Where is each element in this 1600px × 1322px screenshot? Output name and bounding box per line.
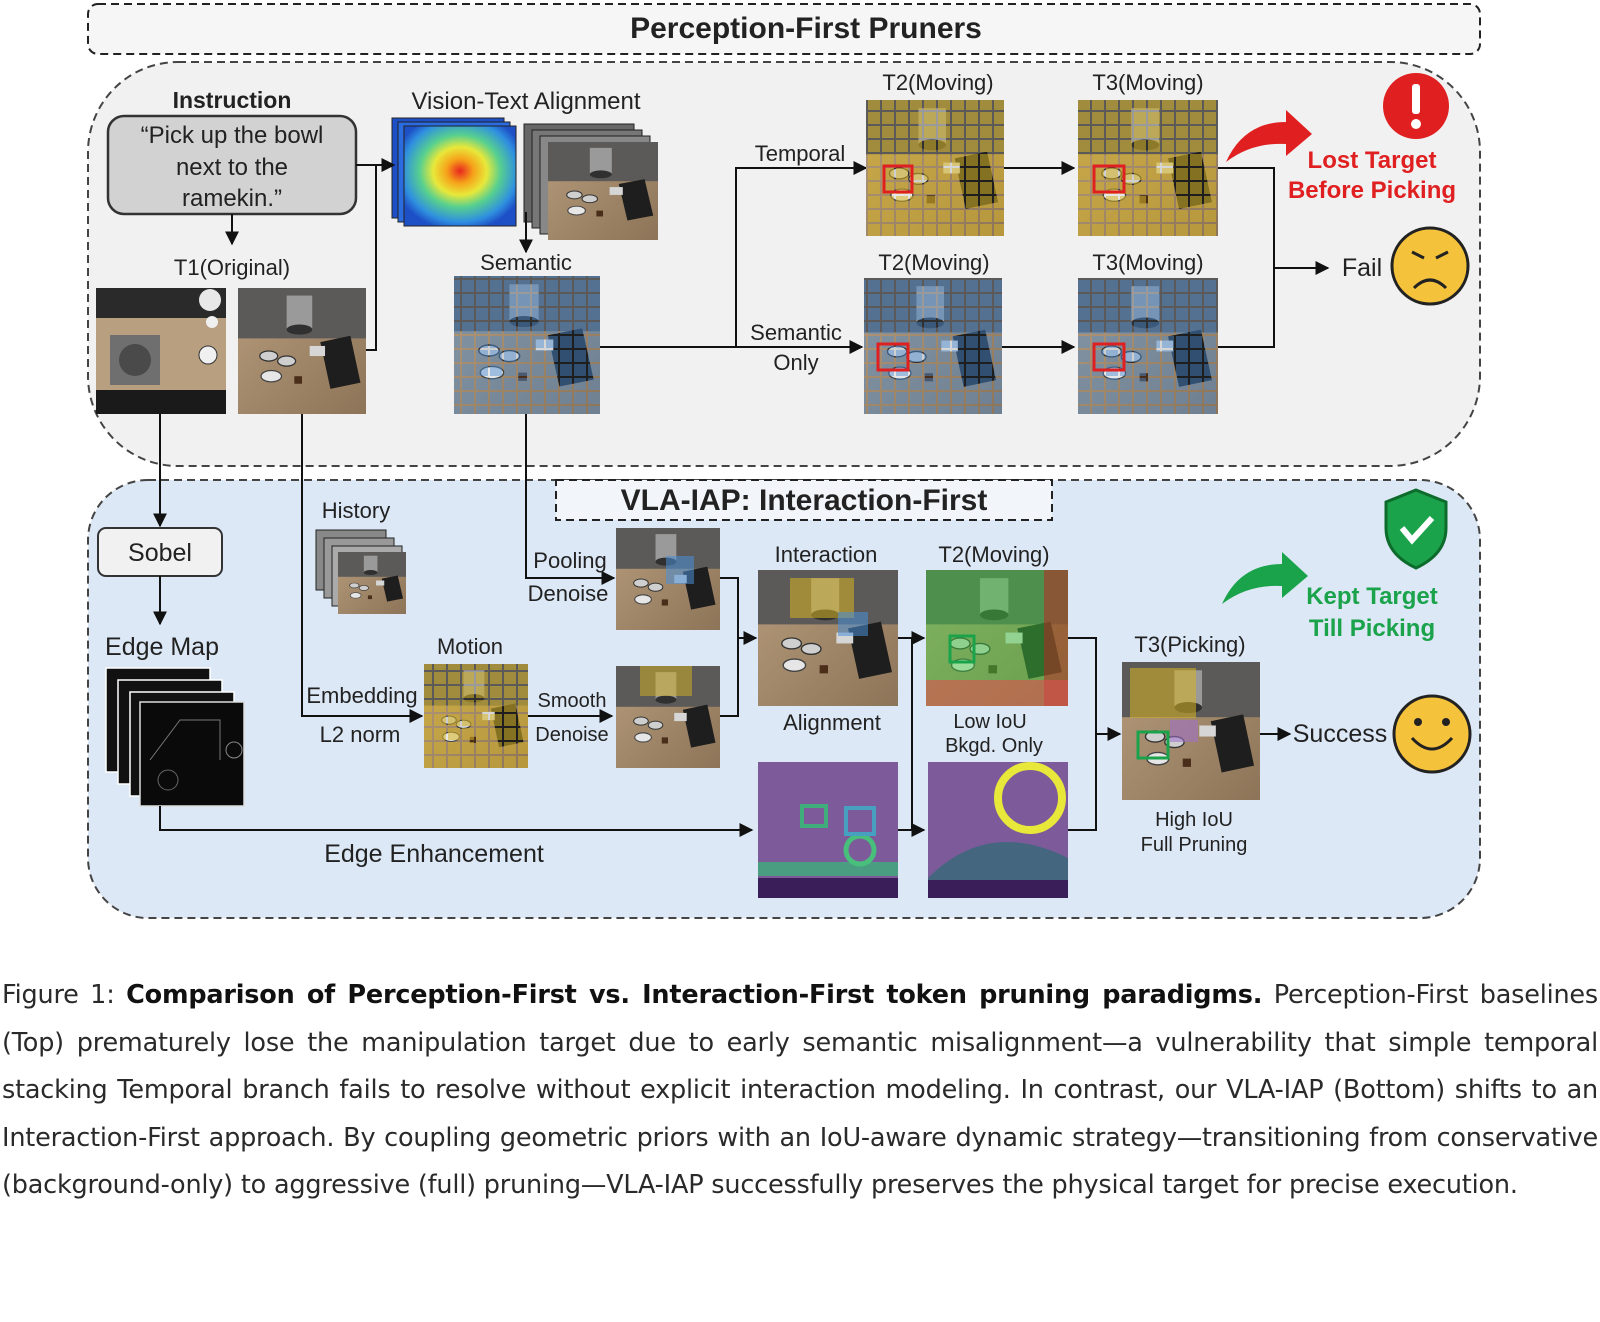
denoise-label-2: Denoise — [535, 724, 608, 746]
t3-picking-image — [1121, 661, 1261, 801]
caption-prefix: Figure 1: — [2, 980, 127, 1010]
caption-bold: Comparison of Perception-First vs. Inter… — [126, 980, 1263, 1010]
interaction-image — [757, 569, 899, 707]
t2-edge-image — [928, 762, 1068, 898]
top-title-box — [87, 3, 1481, 55]
semantic-image — [453, 275, 601, 415]
vision-text-label: Vision-Text Alignment — [411, 88, 640, 115]
pooled-semantic-image — [615, 527, 721, 631]
lost-target-line-1: Lost Target — [1308, 147, 1437, 174]
edge-map-stack — [105, 667, 245, 807]
temporal-label: Temporal — [755, 141, 845, 166]
t3-temporal-label: T3(Moving) — [1092, 70, 1203, 95]
pooling-label: Pooling — [533, 548, 606, 573]
low-iou-label: Low IoU — [953, 711, 1026, 733]
kept-target-line-2: Till Picking — [1309, 615, 1435, 642]
instruction-line-3: ramekin.” — [182, 185, 282, 212]
instruction-line-1: “Pick up the bowl — [141, 122, 324, 149]
interaction-label: Interaction — [775, 542, 878, 567]
frame-stack — [523, 123, 659, 241]
t2-iap-label: T2(Moving) — [938, 542, 1049, 567]
full-pruning-label: Full Pruning — [1141, 834, 1248, 856]
shield-check-icon — [1384, 488, 1448, 570]
t1-topdown-image — [96, 288, 226, 414]
success-label: Success — [1293, 720, 1387, 748]
kept-target-line-1: Kept Target — [1306, 583, 1438, 610]
t1-label: T1(Original) — [174, 255, 290, 280]
smoothed-motion-image — [615, 665, 721, 769]
instruction-line-2: next to the — [176, 154, 288, 181]
history-stack — [315, 529, 407, 615]
happy-face-icon — [1392, 694, 1472, 774]
t3-semantic-label: T3(Moving) — [1092, 250, 1203, 275]
t2-temporal-label: T2(Moving) — [882, 70, 993, 95]
high-iou-label: High IoU — [1155, 809, 1233, 831]
t2-iap-image — [925, 569, 1069, 707]
t3-temporal-image — [1077, 99, 1219, 237]
t2-semantic-image — [863, 277, 1003, 415]
t3-picking-label: T3(Picking) — [1134, 632, 1245, 657]
semantic-label: Semantic — [480, 250, 572, 275]
t3-semantic-image — [1077, 277, 1219, 415]
alignment-label: Alignment — [783, 710, 881, 735]
bkgd-only-label: Bkgd. Only — [945, 735, 1043, 757]
top-title: Perception-First Pruners — [630, 12, 982, 45]
semantic-only-label-1: Semantic — [750, 320, 842, 345]
kept-target-arrow-icon — [1222, 552, 1308, 604]
lost-target-line-2: Before Picking — [1288, 177, 1456, 204]
sad-face-icon — [1390, 226, 1470, 306]
heatmap-stack — [391, 117, 517, 227]
edge-enhanced-image — [758, 762, 898, 898]
t2-semantic-label: T2(Moving) — [878, 250, 989, 275]
motion-image — [423, 663, 529, 769]
smooth-label: Smooth — [538, 690, 607, 712]
sobel-label: Sobel — [128, 539, 192, 567]
bottom-title-box — [555, 479, 1053, 521]
t2-temporal-image — [865, 99, 1005, 237]
embedding-label: Embedding — [306, 683, 417, 708]
caption-text: Perception-First baselines (Top) prematu… — [2, 980, 1599, 1200]
pruning-comparison-diagram: Perception-First Pruners Instruction “Pi… — [87, 3, 1481, 919]
bottom-title: VLA-IAP: Interaction-First — [621, 484, 988, 517]
warning-icon — [1383, 73, 1449, 139]
edge-enhancement-label: Edge Enhancement — [324, 840, 544, 868]
l2norm-label: L2 norm — [320, 722, 401, 747]
semantic-only-label-2: Only — [773, 350, 818, 375]
instruction-label: Instruction — [173, 87, 292, 113]
edge-map-label: Edge Map — [105, 633, 219, 661]
figure-caption: Figure 1: Comparison of Perception-First… — [2, 972, 1598, 1210]
history-label: History — [322, 498, 390, 523]
t1-front-image — [237, 287, 367, 415]
denoise-label-1: Denoise — [528, 581, 609, 606]
motion-label: Motion — [437, 634, 503, 659]
fail-label: Fail — [1342, 254, 1382, 282]
lost-target-arrow-icon — [1226, 110, 1312, 162]
